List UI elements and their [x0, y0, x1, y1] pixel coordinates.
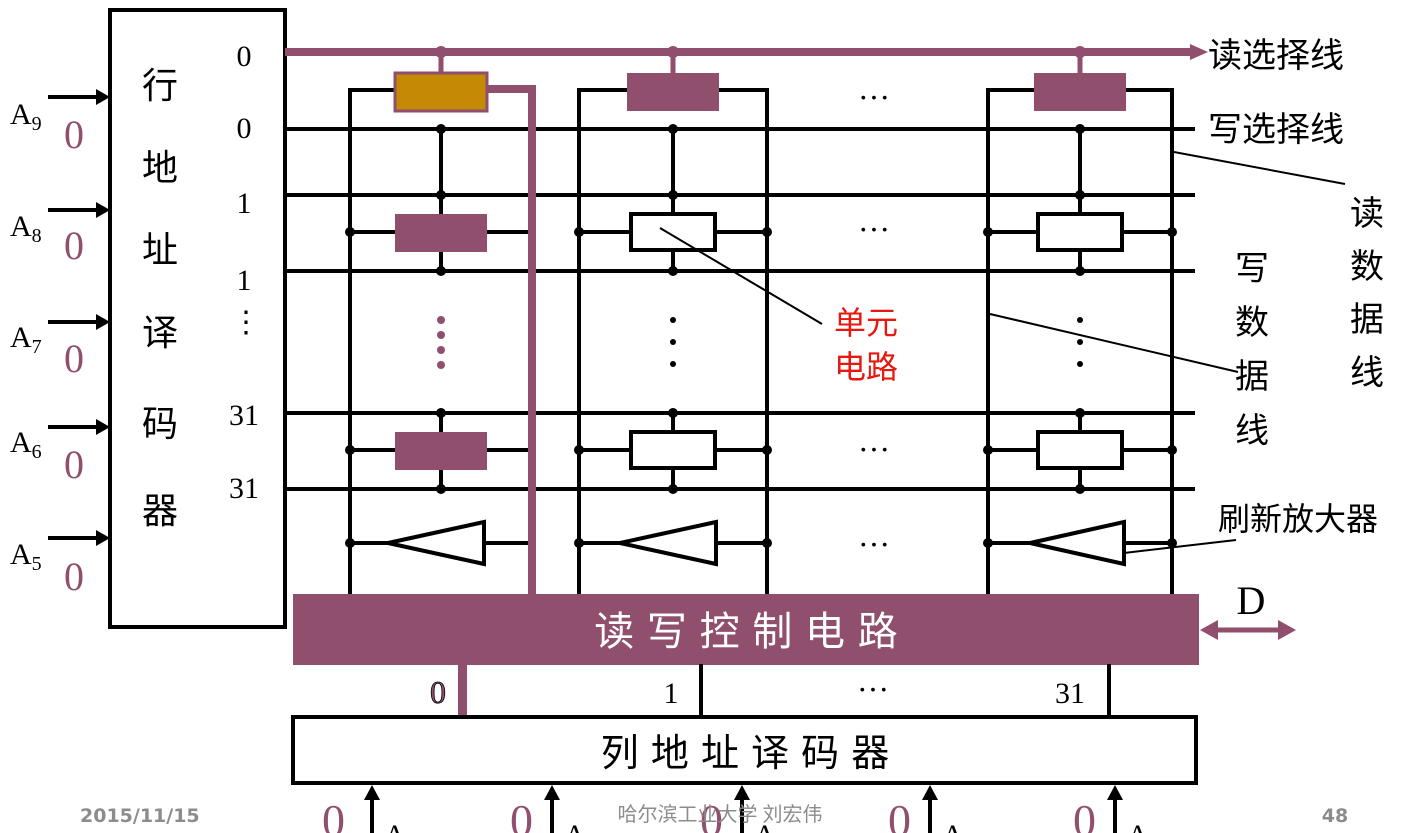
write-data-char: 数 — [1235, 303, 1269, 343]
column-ellipsis: ··· — [858, 526, 890, 562]
svg-text:0: 0 — [64, 336, 84, 381]
refresh-amp-label: 刷新放大器 — [1218, 500, 1378, 538]
svg-text:0: 0 — [64, 223, 84, 268]
svg-text:A: A — [384, 819, 406, 833]
row-decoder-char: 行 — [142, 66, 178, 106]
row-address-input: A6 0 — [10, 419, 110, 487]
write-data-char: 写 — [1235, 249, 1269, 289]
row-address-input: A8 0 — [10, 202, 110, 268]
storage-cell — [629, 430, 717, 470]
svg-text:0: 0 — [510, 795, 533, 833]
cell-circuit-label: 单元 — [834, 304, 898, 342]
read-select-arrow — [1190, 44, 1208, 60]
col-address-input: 0 A — [510, 785, 586, 833]
selected-cell — [393, 71, 489, 113]
col-address-input: 0 A — [322, 785, 406, 833]
row-output-label: 31 — [229, 472, 259, 505]
column-ellipsis: ··· — [858, 431, 890, 467]
svg-text:A7: A7 — [10, 321, 42, 358]
svg-text:A9: A9 — [10, 98, 42, 135]
svg-text:0: 0 — [700, 795, 723, 833]
col-address-input: 0 A — [888, 785, 964, 833]
svg-text:0: 0 — [64, 112, 84, 157]
footer-author: 哈尔滨工业大学 刘宏伟 — [618, 803, 823, 826]
active-cell — [395, 432, 487, 470]
col-output-label: ··· — [857, 671, 889, 707]
row-decoder-char: 址 — [142, 230, 178, 270]
cell-circuit-leader — [659, 227, 823, 325]
row-output-label: ⋮ — [231, 306, 261, 339]
svg-text:A: A — [564, 819, 586, 833]
svg-text:A6: A6 — [10, 426, 42, 463]
data-io-label: D — [1237, 578, 1266, 623]
col-address-input: 0 A — [700, 785, 776, 833]
storage-cell — [629, 212, 717, 252]
read-data-char: 据 — [1350, 300, 1384, 340]
refresh-amp-leader — [1123, 539, 1237, 554]
row-address-input: A5 0 — [10, 530, 110, 599]
svg-text:0: 0 — [64, 442, 84, 487]
footer-page: 48 — [1322, 805, 1348, 827]
write-data-leader — [989, 313, 1239, 373]
column-31 — [983, 88, 1177, 595]
rw-control-box — [293, 594, 1199, 665]
read-select-taps — [435, 46, 1086, 75]
row-address-input: A7 0 — [10, 314, 110, 381]
svg-text:A: A — [942, 819, 964, 833]
read-data-char: 读 — [1350, 194, 1384, 234]
row-output-label: 31 — [229, 399, 259, 432]
rw-control-label: 读 写 控 制 电 路 — [594, 609, 898, 655]
svg-text:0: 0 — [1073, 795, 1096, 833]
column-0 — [345, 88, 532, 595]
svg-text:A5: A5 — [10, 538, 42, 575]
footer-date: 2015/11/15 — [80, 805, 200, 827]
storage-cell — [1036, 430, 1124, 470]
row-decoder-char: 器 — [142, 491, 178, 531]
column-1 — [574, 88, 772, 595]
row-decoder-char: 地 — [142, 148, 178, 188]
read-data-char: 线 — [1350, 353, 1384, 393]
svg-text:0: 0 — [888, 795, 911, 833]
active-cell — [627, 73, 719, 111]
row-decoder-char: 译 — [142, 313, 178, 353]
svg-text:A: A — [1127, 819, 1149, 833]
col-output-label: 31 — [1055, 677, 1085, 710]
row-output-label: 0 — [237, 40, 252, 73]
svg-text:0: 0 — [64, 554, 84, 599]
write-data-char: 线 — [1235, 411, 1269, 451]
col-address-input: 0 A — [1073, 785, 1149, 833]
svg-text:A8: A8 — [10, 210, 42, 247]
row-decoder-char: 码 — [142, 404, 178, 444]
cell-circuit-label: 电路 — [834, 348, 898, 386]
storage-cell — [1036, 212, 1124, 252]
row-address-input: A9 0 — [10, 89, 110, 157]
col-decoder-label: 列 地 址 译 码 器 — [601, 731, 889, 775]
column-ellipsis: ··· — [858, 211, 890, 247]
svg-text:A: A — [754, 819, 776, 833]
row-output-label: 1 — [237, 187, 252, 220]
read-data-leader — [1173, 151, 1346, 185]
row-decoder-box — [108, 8, 287, 629]
data-io-arrow — [1200, 620, 1296, 640]
col-decoder-box — [291, 715, 1198, 785]
selected-data-path — [487, 85, 536, 596]
row-output-label: 0 — [237, 112, 252, 145]
column-ellipsis: ··· — [858, 79, 890, 115]
write-data-char: 据 — [1235, 357, 1269, 397]
col-output-label: 1 — [664, 677, 679, 710]
write-select-label: 写选择线 — [1208, 110, 1344, 150]
row-output-label: 1 — [237, 264, 252, 297]
active-cell — [395, 214, 487, 252]
active-cell — [1034, 73, 1126, 111]
read-data-char: 数 — [1350, 247, 1384, 287]
col-output-0 — [458, 664, 467, 718]
read-select-label: 读选择线 — [1208, 36, 1344, 76]
col-output-label: 0 — [430, 674, 446, 710]
svg-text:0: 0 — [322, 795, 345, 833]
